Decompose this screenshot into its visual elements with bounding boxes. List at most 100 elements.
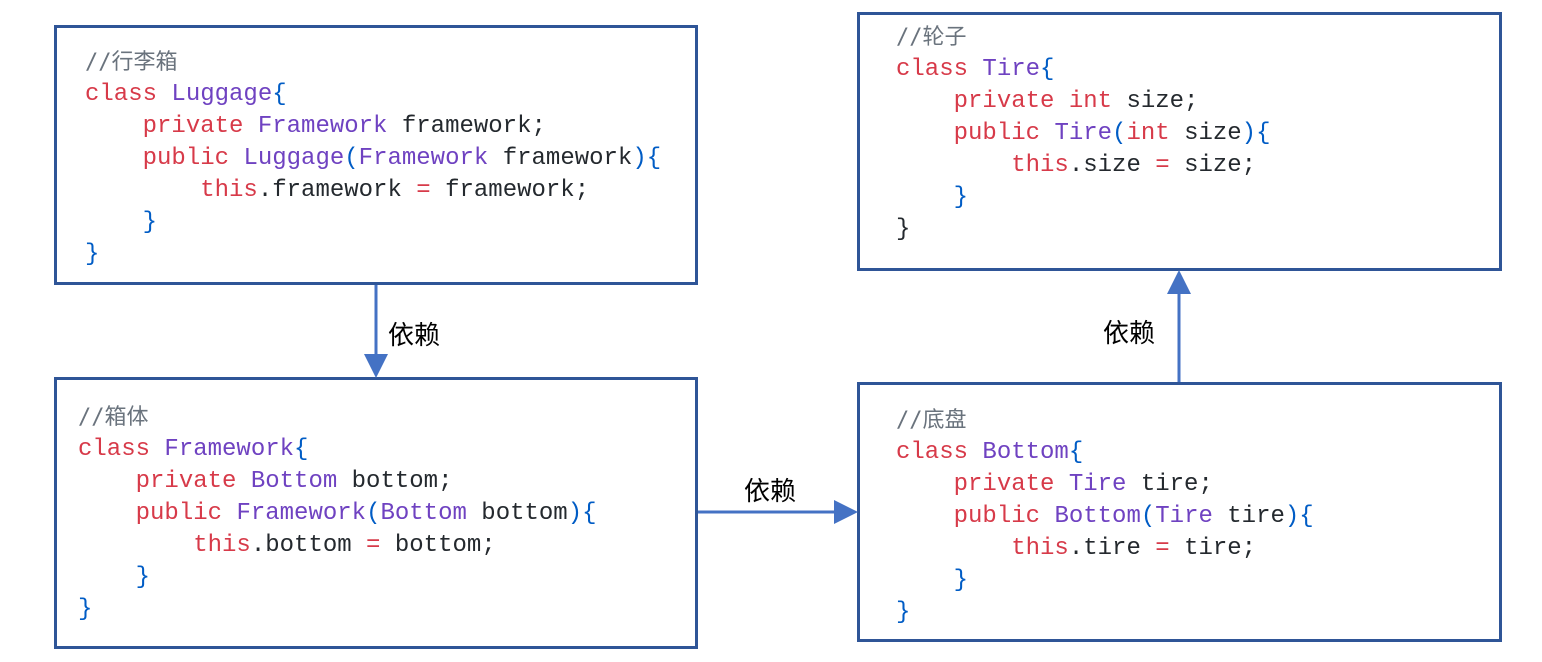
code-token: //底盘 bbox=[896, 408, 967, 433]
code-line: class Bottom{ bbox=[896, 437, 1314, 469]
code-token: //箱体 bbox=[78, 405, 149, 430]
code-line: } bbox=[85, 239, 661, 271]
code-line: public Bottom(Tire tire){ bbox=[896, 501, 1314, 533]
code-token: = bbox=[366, 532, 395, 559]
code-line: class Luggage{ bbox=[85, 79, 661, 111]
code-line: } bbox=[896, 214, 1270, 246]
code-token: { bbox=[272, 81, 287, 108]
code-line: } bbox=[896, 182, 1270, 214]
code-token: private bbox=[142, 113, 258, 140]
code-token: class bbox=[85, 81, 172, 108]
code-token: Bottom bbox=[1054, 503, 1141, 530]
code-token: ){ bbox=[567, 500, 597, 527]
code-line: this.bottom = bottom; bbox=[78, 530, 597, 562]
code-token: tire; bbox=[1184, 535, 1257, 562]
code-token: Framework bbox=[257, 113, 402, 140]
code-token: = bbox=[416, 177, 446, 204]
code-token: private bbox=[135, 468, 251, 495]
code-line: public Tire(int size){ bbox=[896, 118, 1271, 150]
code-token: this bbox=[200, 177, 258, 204]
code-token: } bbox=[953, 567, 969, 594]
code-token: public bbox=[953, 503, 1055, 530]
code-line: } bbox=[78, 562, 597, 594]
code-token: Tire bbox=[1068, 471, 1141, 498]
code-token: Bottom bbox=[380, 500, 482, 527]
code-token: } bbox=[85, 241, 100, 268]
code-token: tire; bbox=[1140, 471, 1213, 498]
code-token: size bbox=[1184, 120, 1242, 147]
code-token: ( bbox=[1140, 503, 1156, 530]
dependency-label: 依赖 bbox=[388, 321, 441, 351]
code-token: Luggage bbox=[243, 145, 345, 172]
code-token: this bbox=[193, 532, 251, 559]
code-line: this.tire = tire; bbox=[896, 533, 1314, 565]
code-token: .bottom bbox=[250, 532, 367, 559]
code-line: } bbox=[78, 594, 597, 626]
code-line: //行李箱 bbox=[85, 47, 661, 79]
code-token: framework bbox=[502, 145, 633, 172]
code-line: public Framework(Bottom bottom){ bbox=[78, 498, 597, 530]
code-line: } bbox=[896, 597, 1314, 629]
code-line: //轮子 bbox=[896, 22, 1270, 54]
code-token: class bbox=[78, 436, 165, 463]
code-token: public bbox=[142, 145, 244, 172]
code-token: tire bbox=[1227, 503, 1285, 530]
code-token: { bbox=[1040, 56, 1055, 83]
code-token: bottom; bbox=[394, 532, 496, 559]
code-token: } bbox=[78, 596, 93, 623]
code-token: this bbox=[1011, 535, 1069, 562]
code-token: int bbox=[1068, 88, 1127, 115]
code-line: this.size = size; bbox=[896, 150, 1270, 182]
code-token: bottom bbox=[481, 500, 568, 527]
code-token: } bbox=[953, 184, 969, 211]
code-token: public bbox=[953, 120, 1055, 147]
code-token: //轮子 bbox=[896, 25, 967, 50]
code-token: Bottom bbox=[982, 439, 1069, 466]
code-token: private bbox=[953, 471, 1069, 498]
code-token: Framework bbox=[236, 500, 367, 527]
code-token: ){ bbox=[1284, 503, 1314, 530]
code-token: bottom; bbox=[351, 468, 453, 495]
code-token: .tire bbox=[1068, 535, 1156, 562]
code-token: public bbox=[135, 500, 237, 527]
code-token: ){ bbox=[632, 145, 662, 172]
code-token: Tire bbox=[1155, 503, 1228, 530]
code-token: = bbox=[1155, 535, 1185, 562]
code-token: Luggage bbox=[171, 81, 273, 108]
code-token: } bbox=[135, 564, 151, 591]
code-line: } bbox=[85, 207, 661, 239]
code-token: ( bbox=[366, 500, 381, 527]
code-token: Framework bbox=[164, 436, 295, 463]
code-line: //底盘 bbox=[896, 405, 1314, 437]
code-token: Bottom bbox=[250, 468, 352, 495]
code-token: ( bbox=[344, 145, 359, 172]
code-token: .framework bbox=[257, 177, 417, 204]
code-token: //行李箱 bbox=[85, 50, 178, 75]
dependency-label: 依赖 bbox=[1103, 319, 1156, 349]
code-token: Framework bbox=[358, 145, 503, 172]
code-line: public Luggage(Framework framework){ bbox=[85, 143, 662, 175]
code-token: { bbox=[294, 436, 309, 463]
code-token: .size bbox=[1068, 152, 1156, 179]
code-token: } bbox=[896, 599, 911, 626]
code-line: private int size; bbox=[896, 86, 1270, 118]
code-token: framework; bbox=[401, 113, 546, 140]
code-token: size; bbox=[1184, 152, 1257, 179]
code-token: Tire bbox=[982, 56, 1041, 83]
code-line: //箱体 bbox=[78, 402, 597, 434]
code-token: ( bbox=[1112, 120, 1127, 147]
code-line: class Framework{ bbox=[78, 434, 597, 466]
code-token: { bbox=[1068, 439, 1084, 466]
code-line: private Framework framework; bbox=[85, 111, 661, 143]
code-token: } bbox=[896, 216, 911, 243]
code-token: private bbox=[953, 88, 1069, 115]
code-token: framework; bbox=[445, 177, 590, 204]
code-token: this bbox=[1011, 152, 1069, 179]
